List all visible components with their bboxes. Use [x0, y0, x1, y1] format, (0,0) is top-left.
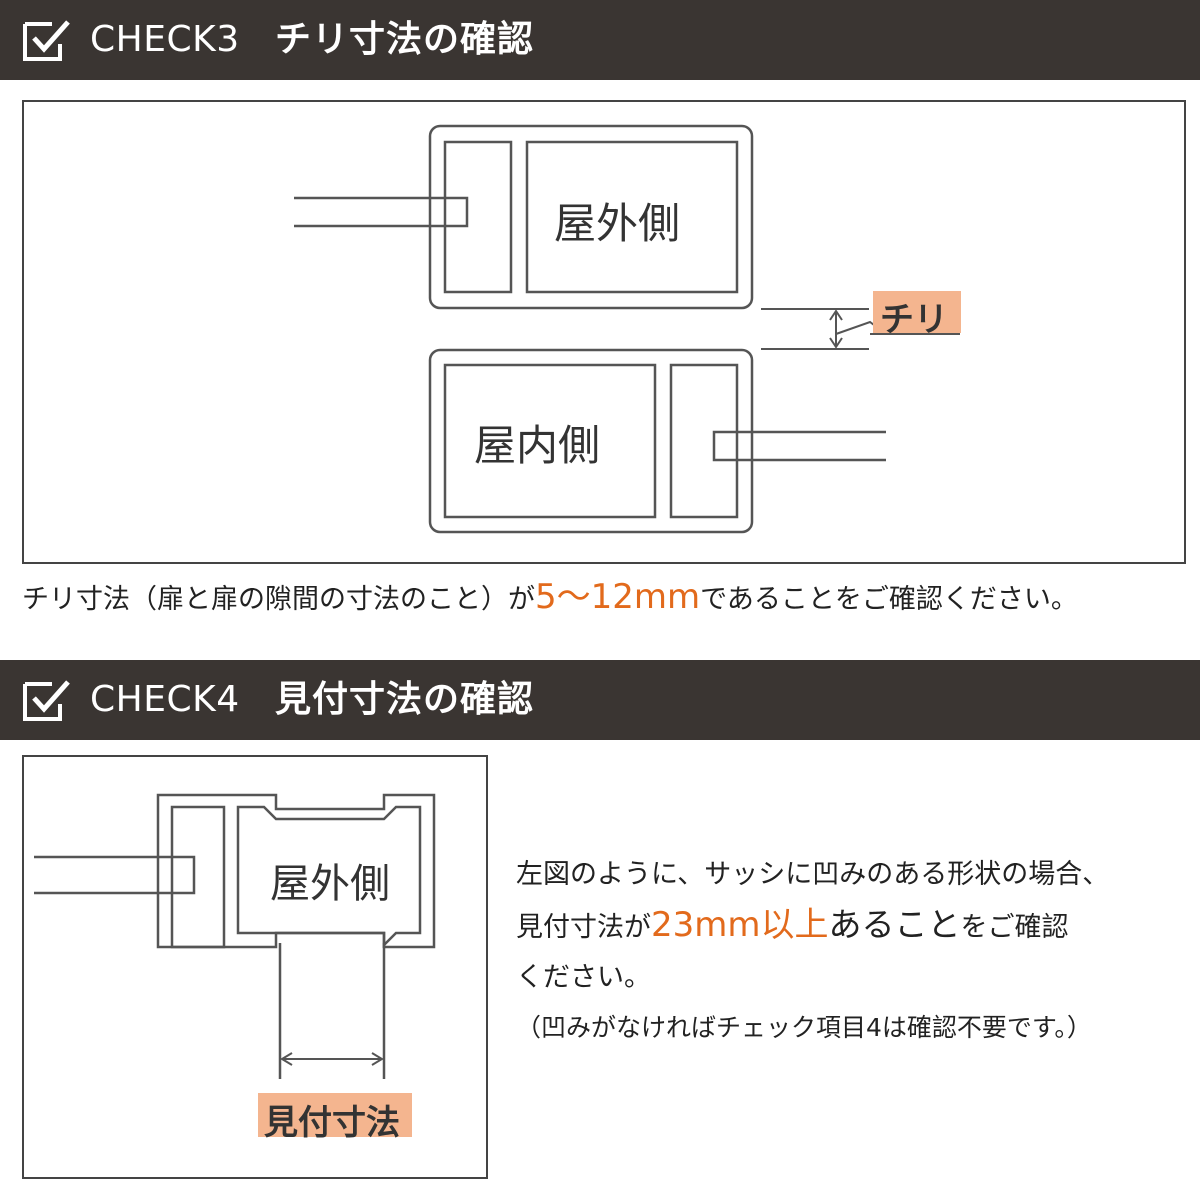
gap-label-bg: [873, 291, 961, 333]
outdoor-door-outline: [428, 124, 754, 310]
label-indoor: 屋内側: [474, 421, 601, 470]
outdoor-door-main-chamber: [525, 140, 739, 294]
check4-code: CHECK4: [90, 679, 240, 720]
sash-left-chamber: [170, 805, 226, 949]
mitsuke-diagram: 屋外側 見付寸法: [22, 755, 488, 1179]
caption-value: 5～12mm: [535, 577, 701, 617]
chiri-diagram: 屋外側 屋内側 チリ: [22, 100, 1186, 564]
check3-title: チリ寸法の確認: [275, 19, 535, 60]
outdoor-bar: [294, 196, 469, 228]
indoor-door-right-chamber: [669, 363, 739, 519]
gap-arrowhead-down: [829, 337, 843, 349]
note-line-2: 見付寸法が23mm以上あることをご確認: [516, 900, 1196, 953]
indoor-door-main-chamber: [443, 363, 657, 519]
caption-pre: チリ寸法（扉と扉の隙間の寸法のこと）が: [22, 584, 535, 615]
check4-title: 見付寸法の確認: [275, 679, 535, 720]
note-line-4: （凹みがなければチェック項目4は確認不要です。）: [516, 1013, 1092, 1042]
dim-arrowhead-left: [280, 1052, 293, 1066]
note-line-2-post: をご確認: [960, 912, 1069, 943]
check3-code: CHECK3: [90, 19, 240, 60]
mitsuke-diagram-svg: [34, 793, 436, 1137]
label-gap: チリ: [880, 300, 948, 340]
check3-caption: チリ寸法（扉と扉の隙間の寸法のこと）が5～12mmであることをご確認ください。: [22, 572, 1200, 625]
checkbox-check-icon: [23, 20, 70, 61]
caption-post: であることをご確認ください。: [700, 584, 1078, 615]
note-line-2-mid: あること: [828, 905, 961, 944]
dim-label-bg: [258, 1093, 412, 1137]
indoor-bar: [712, 430, 886, 462]
outdoor-door-left-chamber: [443, 140, 513, 294]
label-outdoor: 屋外側: [554, 199, 681, 248]
check4-header: CHECK4 見付寸法の確認: [0, 660, 1200, 740]
note-line-2-value: 23mm以上: [651, 905, 829, 945]
sash-bar: [34, 855, 196, 895]
note-line-2-pre: 見付寸法が: [516, 912, 651, 943]
gap-arrowhead-up: [829, 309, 843, 321]
sash-main-chamber: [236, 805, 422, 949]
note-line-1: 左図のように、サッシに凹みのある形状の場合、: [516, 859, 1110, 890]
check3-header: CHECK3 チリ寸法の確認: [0, 0, 1200, 80]
dim-arrowhead-right: [371, 1052, 384, 1066]
checkbox-check-icon: [23, 680, 70, 721]
sash-outline: [156, 793, 436, 949]
indoor-door-outline: [428, 348, 754, 534]
chiri-diagram-svg: [294, 124, 961, 534]
label-dimension: 見付寸法: [264, 1103, 400, 1143]
check4-note: 左図のように、サッシに凹みのある形状の場合、 見付寸法が23mm以上あることをご…: [516, 850, 1196, 1053]
label-outdoor-2: 屋外側: [270, 861, 390, 907]
note-line-3: ください。: [516, 962, 651, 993]
